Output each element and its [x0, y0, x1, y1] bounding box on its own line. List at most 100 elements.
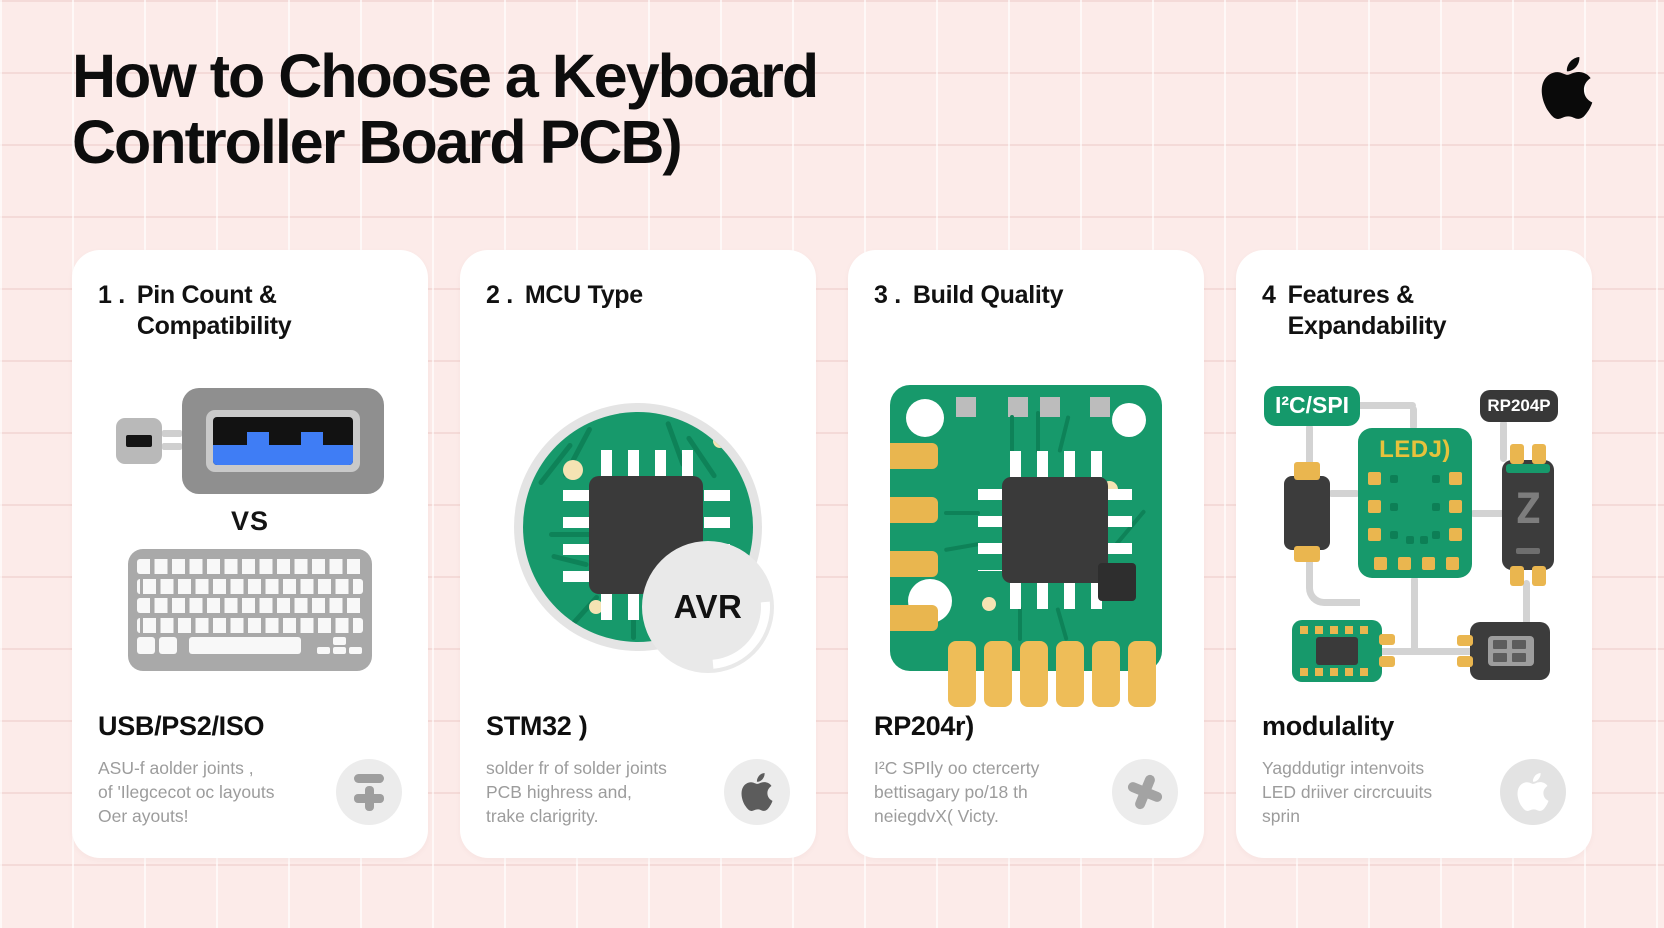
card3-footer: I²C SPIly oo ctercerty bettisagary po/18…: [874, 750, 1178, 834]
gold-pin: [1056, 640, 1084, 707]
plus-glyph: [1119, 766, 1171, 818]
apple-glyph: [1514, 773, 1552, 811]
card2-number: 2 .: [486, 281, 513, 309]
plus-minus-glyph: [352, 772, 386, 812]
wire: [1306, 547, 1360, 606]
keyboard-row: [137, 559, 363, 574]
chip-pins: [978, 488, 1002, 571]
gold-pin: [984, 640, 1012, 707]
vs-label: VS: [230, 506, 270, 536]
page-title-line2: Controller Board PCB): [72, 107, 683, 176]
card2-illustration: AVR: [486, 352, 790, 707]
wire: [1523, 579, 1530, 626]
keyboard-key: [159, 637, 177, 654]
usb-plug-icon: [116, 418, 162, 464]
card-build-quality: 3 . Build Quality: [848, 250, 1204, 858]
led-driver-board: LEDJ): [1358, 427, 1472, 578]
usb-port-icon: [182, 388, 384, 494]
card1-number: 1 .: [98, 281, 125, 309]
keyboard-spacebar: [189, 637, 301, 654]
gold-pin: [948, 640, 976, 707]
connector-module: [1457, 621, 1550, 680]
keyboard-arrow-cluster: [317, 637, 363, 654]
gold-pin: [1128, 640, 1156, 707]
card-row: 1 . Pin Count & Compatibility: [72, 250, 1592, 858]
card-pin-count: 1 . Pin Count & Compatibility: [72, 250, 428, 858]
apple-glyph: [738, 773, 776, 811]
chip-pins: [1010, 582, 1102, 609]
usb-plug-slot: [126, 435, 152, 447]
desc-line: Oer ayouts!: [98, 806, 189, 827]
card1-description: ASU-f aolder joints , of 'Ilegcecot oc l…: [98, 756, 275, 828]
desc-line: sprin: [1262, 806, 1300, 827]
gold-pad: [890, 442, 938, 469]
usb-port-tooth: [247, 432, 269, 445]
card-features-expandability: 4 Features & Expandability: [1236, 250, 1592, 858]
smd-component: [1008, 396, 1028, 417]
page-title-line1: How to Choose a Keyboard: [72, 42, 819, 110]
desc-line: LED driiver circrcuuits: [1262, 781, 1433, 802]
card3-title-text: Build Quality: [912, 281, 1064, 309]
desc-line: bettisagary po/18 th: [874, 781, 1028, 802]
desc-line: ASU-f aolder joints ,: [98, 757, 254, 778]
diode-z-label: Z: [1515, 483, 1541, 533]
plus-minus-icon: [336, 759, 402, 825]
desc-line: I²C SPIly oo ctercerty: [874, 757, 1040, 778]
avr-badge-label: AVR: [673, 587, 743, 625]
keyboard-row: [137, 598, 363, 613]
plus-icon: [1112, 759, 1178, 825]
square-pcb-illustration: [890, 384, 1162, 707]
mcu-chip: [1002, 476, 1108, 583]
gold-pad: [890, 550, 938, 577]
card1-illustration: VS: [98, 352, 402, 707]
card1-footer: ASU-f aolder joints , of 'Ilegcecot oc l…: [98, 750, 402, 834]
card1-heading: 1 . Pin Count & Compatibility: [98, 280, 402, 352]
keyboard-key: [333, 646, 346, 654]
card3-subhead: RP204r): [874, 711, 974, 741]
desc-line: solder fr of solder joints: [486, 757, 667, 778]
usb-prong: [162, 430, 182, 437]
smd-component: [1090, 396, 1110, 417]
circuit-diagram: I²C/SPI RP204P LEDJ): [1264, 368, 1564, 690]
gold-pad: [890, 604, 938, 631]
smd-component: [956, 396, 976, 417]
card2-title-text: MCU Type: [524, 281, 643, 309]
green-module: [1292, 619, 1395, 682]
diode-component: Z: [1502, 443, 1554, 586]
card3-illustration: [874, 352, 1178, 707]
chip-pins: [563, 489, 590, 582]
card3-heading: 3 . Build Quality: [874, 280, 1178, 352]
desc-line: Yagddutigr intenvoits: [1262, 757, 1425, 778]
chip-pins: [1010, 450, 1102, 477]
rp204p-badge: RP204P: [1480, 389, 1558, 422]
chip-pins: [1108, 488, 1132, 571]
avr-badge: AVR: [642, 540, 774, 673]
keyboard-bottom-row: [137, 637, 363, 654]
chip-pins: [601, 449, 693, 477]
wire: [1336, 647, 1486, 655]
capacitor-component: [1284, 461, 1330, 562]
apple-logo-icon: [1536, 52, 1598, 124]
wire: [1306, 423, 1313, 478]
desc-line: of 'Ilegcecot oc layouts: [98, 781, 275, 802]
i2c-spi-badge: I²C/SPI: [1264, 385, 1360, 426]
wire: [1411, 575, 1418, 652]
smd-component: [1098, 562, 1136, 601]
gold-pin: [1020, 640, 1048, 707]
card4-number: 4: [1262, 281, 1276, 309]
keyboard-row: [137, 578, 363, 594]
desc-line: trake clarigrity.: [486, 806, 599, 827]
card4-footer: Yagddutigr intenvoits LED driiver circrc…: [1262, 750, 1566, 834]
wire: [1356, 401, 1416, 409]
usb-connector-illustration: [116, 388, 384, 494]
wire: [1410, 405, 1417, 430]
card4-heading: 4 Features & Expandability: [1262, 280, 1566, 352]
card2-heading: 2 . MCU Type: [486, 280, 790, 352]
card1-title-text: Pin Count & Compatibility: [136, 281, 292, 340]
keyboard-illustration: [128, 549, 372, 671]
card1-subhead: USB/PS2/ISO: [98, 711, 265, 741]
desc-line: neiegdvX( Victy.: [874, 806, 999, 827]
apple-icon: [724, 759, 790, 825]
wire: [1328, 489, 1360, 497]
